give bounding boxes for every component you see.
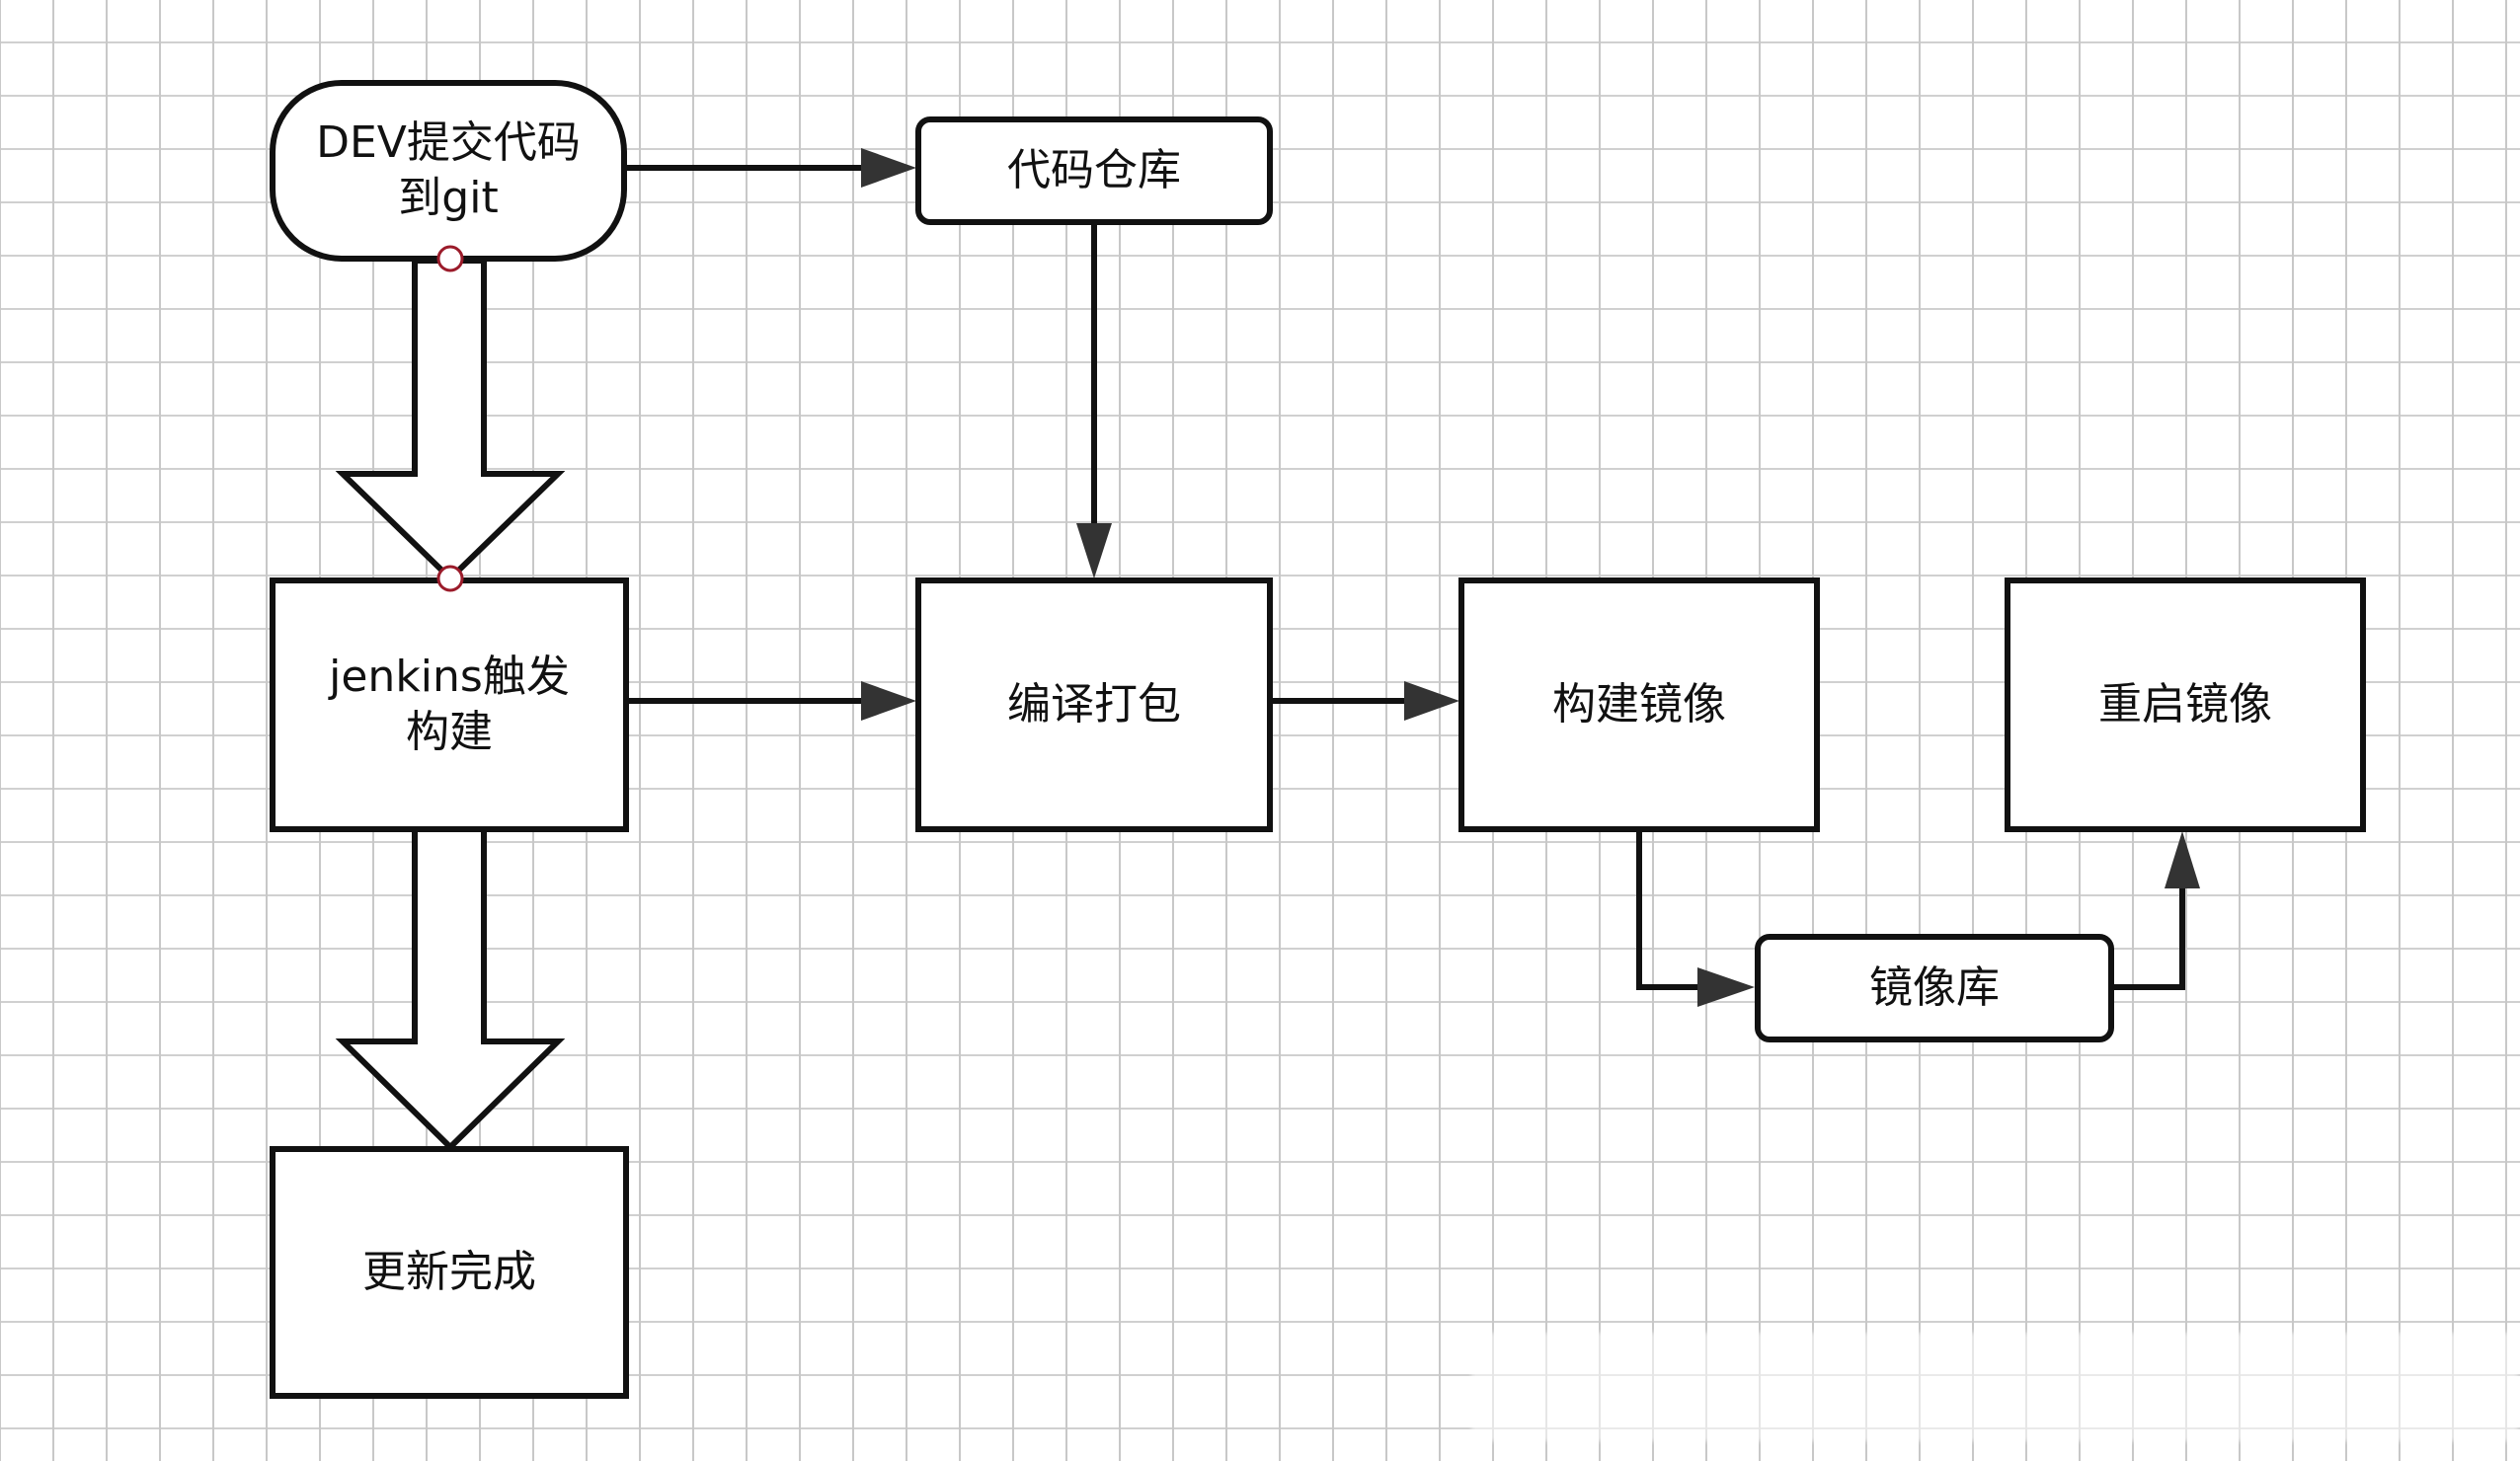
block-arrow-jenkins-build-to-update-done[interactable]	[335, 826, 566, 1152]
block-arrow-dev-commit-to-jenkins-build[interactable]	[335, 258, 566, 583]
edges	[335, 148, 2200, 1152]
node-dev-commit[interactable]	[270, 80, 627, 262]
node-update-done[interactable]	[270, 1146, 629, 1399]
node-compile-package[interactable]	[915, 577, 1273, 832]
connection-point-icon[interactable]	[436, 565, 464, 592]
node-code-repo[interactable]	[915, 116, 1273, 225]
connection-point-icon[interactable]	[436, 245, 464, 272]
edge-image-registry-to-restart-image[interactable]	[2112, 831, 2200, 990]
connection-points	[436, 245, 464, 592]
edge-jenkins-build-to-compile-package[interactable]	[627, 681, 916, 721]
node-restart-image[interactable]	[2005, 577, 2366, 832]
edge-dev-commit-to-code-repo[interactable]	[627, 148, 916, 188]
edge-code-repo-to-compile-package[interactable]	[1076, 223, 1112, 578]
nodes	[270, 80, 2366, 1399]
node-image-registry[interactable]	[1755, 934, 2114, 1042]
watermark-overlay	[1471, 1333, 2518, 1441]
node-jenkins-build[interactable]	[270, 577, 629, 832]
edge-build-image-to-image-registry[interactable]	[1636, 831, 1755, 1007]
edge-compile-package-to-build-image[interactable]	[1271, 681, 1459, 721]
node-build-image[interactable]	[1458, 577, 1820, 832]
